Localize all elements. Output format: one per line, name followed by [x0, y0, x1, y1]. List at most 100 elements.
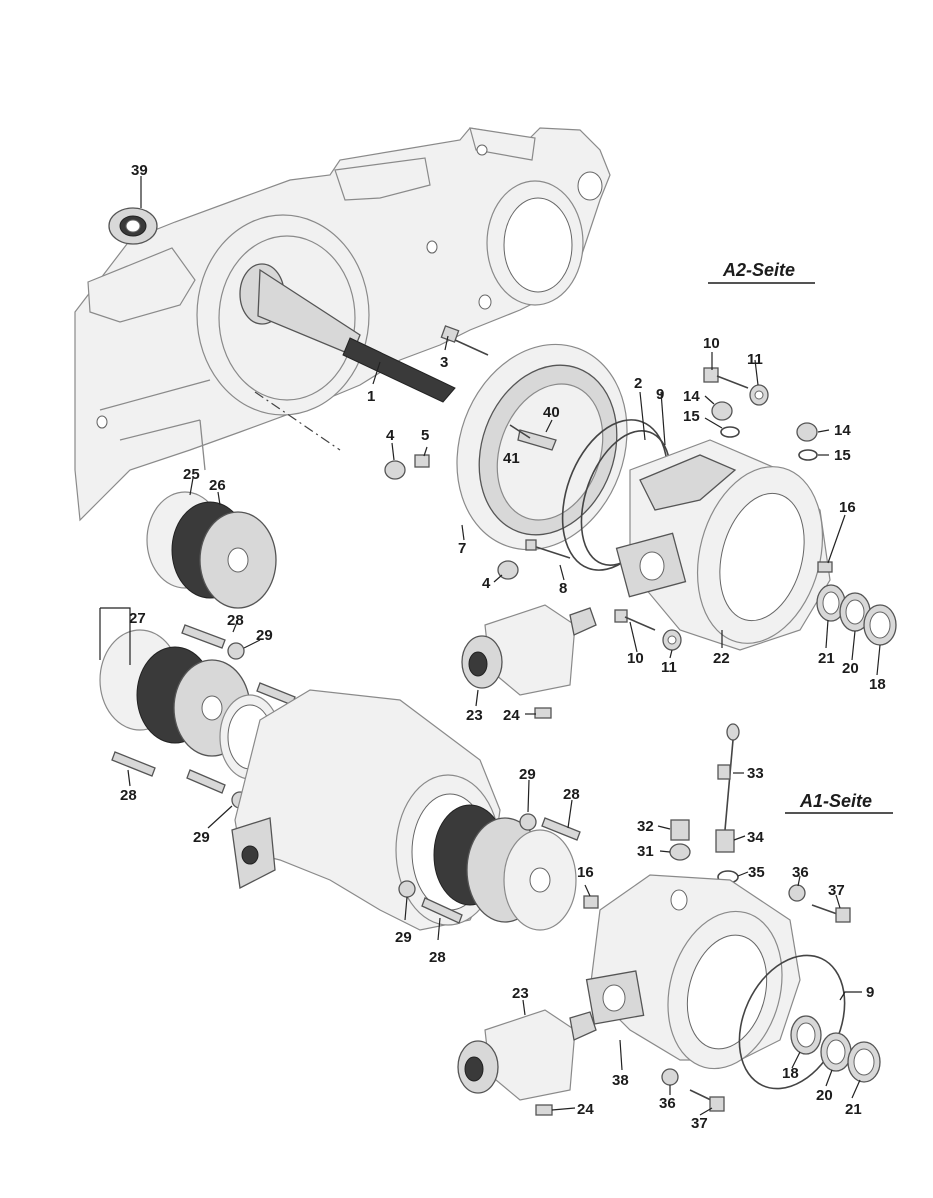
seal-15-left: [720, 426, 740, 438]
callout-23: 23: [466, 707, 483, 724]
callout-1: 1: [367, 388, 375, 405]
callout-16: 16: [839, 499, 856, 516]
callout-27: 27: [129, 610, 146, 627]
pin-41: [509, 424, 531, 439]
nut-29-d: [398, 880, 416, 898]
ring-18-a2: [863, 604, 897, 646]
callout-29: 29: [193, 829, 210, 846]
callout-31: 31: [637, 843, 654, 860]
fitting-16-center: [583, 895, 599, 909]
washer-36-top: [788, 884, 806, 902]
svg-text:A2-Seite: A2-Seite: [722, 260, 795, 280]
callout-35: 35: [748, 864, 765, 881]
washer-11-bottom: [662, 629, 682, 651]
callout-3: 3: [440, 354, 448, 371]
callout-15: 15: [683, 408, 700, 425]
fitting-16-a2: [817, 561, 833, 573]
callout-39: 39: [131, 162, 148, 179]
pin-28-a: [181, 624, 226, 649]
callout-28: 28: [429, 949, 446, 966]
callout-29: 29: [395, 929, 412, 946]
callout-36: 36: [792, 864, 809, 881]
callout-15: 15: [834, 447, 851, 464]
callout-21: 21: [845, 1101, 862, 1118]
nut-29-c: [519, 813, 537, 831]
bolt-40: [517, 429, 557, 451]
hub-housing-22: [615, 439, 831, 651]
plug-14-right: [796, 422, 818, 442]
dipstick-33: [717, 723, 740, 831]
a1-side-heading: A1-Seite: [785, 791, 893, 814]
plug-34: [715, 829, 735, 853]
bolt-24-a1: [535, 1104, 553, 1116]
breather-32: [670, 819, 690, 841]
plug-4-top: [384, 460, 406, 480]
callout-23: 23: [512, 985, 529, 1002]
callout-4: 4: [386, 427, 395, 444]
a2-side-heading: A2-Seite: [708, 260, 815, 284]
pin-28-b: [111, 751, 156, 777]
ring-18-a1: [790, 1015, 822, 1055]
axle-housing: [74, 127, 611, 522]
bearing-39: [108, 207, 158, 245]
callout-9: 9: [866, 984, 874, 1001]
callout-28: 28: [120, 787, 137, 804]
callout-10: 10: [627, 650, 644, 667]
callout-21: 21: [818, 650, 835, 667]
washer-11-top: [749, 384, 769, 406]
callout-33: 33: [747, 765, 764, 782]
callout-5: 5: [421, 427, 429, 444]
hub-housing-38: [585, 874, 801, 1070]
callout-22: 22: [713, 650, 730, 667]
callout-38: 38: [612, 1072, 629, 1089]
callout-37: 37: [828, 882, 845, 899]
seal-15-right: [798, 449, 818, 461]
bolt-37-bottom: [689, 1089, 725, 1112]
callout-4: 4: [482, 575, 491, 592]
callout-36: 36: [659, 1095, 676, 1112]
callout-26: 26: [209, 477, 226, 494]
callout-labels: 39 3 1 10 11 14 15 14 15 2 9 40 41 4 5 7…: [120, 162, 886, 1132]
callout-28: 28: [227, 612, 244, 629]
leader-lines: [99, 176, 881, 1116]
bolt-10-top: [703, 367, 749, 389]
nut-29-a: [227, 642, 245, 660]
callout-37: 37: [691, 1115, 708, 1132]
disc-pack-25-26: [146, 491, 277, 609]
washer-36-bottom: [661, 1068, 679, 1086]
callout-18: 18: [782, 1065, 799, 1082]
pin-28-d: [186, 769, 226, 794]
callout-8: 8: [559, 580, 567, 597]
callout-24: 24: [503, 707, 520, 724]
callout-9: 9: [656, 386, 664, 403]
bolt-24-a2: [534, 707, 552, 719]
plug-14-left: [711, 401, 733, 421]
hydraulic-motor-23-a2: [461, 604, 597, 696]
seal-31: [669, 843, 691, 861]
bolt-10-bottom: [614, 609, 656, 631]
callout-2: 2: [634, 375, 642, 392]
svg-text:A1-Seite: A1-Seite: [799, 791, 872, 811]
callout-14: 14: [834, 422, 851, 439]
plug-4-bottom: [497, 560, 519, 580]
clutch-assembly-right: [433, 804, 577, 931]
drive-shaft-1: [239, 263, 456, 403]
callout-29: 29: [256, 627, 273, 644]
hydraulic-motor-23-a1: [457, 1009, 597, 1101]
callout-16: 16: [577, 864, 594, 881]
pin-28-f: [421, 897, 463, 924]
callout-10: 10: [703, 335, 720, 352]
bolt-3: [440, 325, 489, 356]
callout-40: 40: [543, 404, 560, 421]
callout-20: 20: [816, 1087, 833, 1104]
ring-21-a2: [816, 584, 846, 622]
callout-18: 18: [869, 676, 886, 693]
ring-20-a1: [820, 1032, 852, 1072]
callout-32: 32: [637, 818, 654, 835]
fitting-5: [414, 454, 430, 468]
callout-11: 11: [661, 659, 677, 676]
callout-7: 7: [458, 540, 466, 557]
callout-28: 28: [563, 786, 580, 803]
ring-21-a1: [847, 1041, 881, 1083]
